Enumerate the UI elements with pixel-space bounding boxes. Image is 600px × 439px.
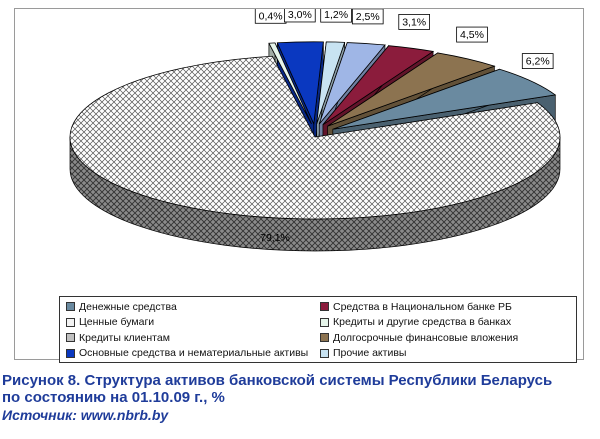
caption-source: Источник: www.nbrb.by (2, 407, 169, 423)
pie-slice (322, 45, 435, 126)
chart-area: 0,4% 3,0% 1,2% 2,5% 3,1% 4,5% 6,2% 79,1% Денежн… (14, 8, 584, 363)
legend-item: Прочие активы (318, 347, 572, 359)
pie-slice (318, 42, 386, 125)
data-label-box (456, 26, 488, 43)
data-label: 3,0% (288, 9, 312, 21)
pie-slice (69, 55, 561, 220)
legend-row: Кредиты клиентам Долгосрочные финансовые … (64, 330, 572, 346)
data-label: 1,2% (324, 9, 348, 21)
legend-label: Кредиты и другие средства в банках (333, 316, 512, 329)
legend-label: Долгосрочные финансовые вложения (333, 331, 519, 344)
pie-slice (332, 68, 557, 130)
legend-swatch (320, 317, 329, 327)
legend-row: Денежные средства Средства в Национальном… (64, 299, 572, 315)
legend-label: Кредиты клиентам (79, 331, 170, 344)
data-label: 6,2% (526, 56, 550, 68)
legend-item: Денежные средства (64, 301, 318, 313)
legend: Денежные средства Средства в Национальном… (59, 296, 577, 363)
data-label-box (320, 9, 352, 23)
pie-slice (268, 42, 312, 125)
data-label: 4,5% (460, 29, 484, 41)
data-label: 79,1% (260, 232, 290, 244)
legend-row: Ценные бумаги Кредиты и другие средства в… (64, 315, 572, 331)
data-label-box (521, 53, 554, 69)
legend-label: Ценные бумаги (79, 316, 155, 329)
data-label: 3,1% (402, 16, 426, 28)
legend-swatch (320, 348, 329, 358)
caption-line-1: Рисунок 8. Структура активов банковской … (2, 372, 553, 389)
legend-swatch (320, 302, 329, 312)
legend-item: Кредиты клиентам (64, 332, 318, 344)
data-label-box (398, 14, 430, 30)
data-label: 2,5% (356, 11, 380, 23)
legend-item: Основные средства и нематериальные актив… (64, 347, 318, 359)
legend-label: Прочие активы (333, 347, 407, 360)
legend-item: Кредиты и другие средства в банках (318, 316, 572, 328)
data-label-box (351, 9, 384, 25)
legend-label: Основные средства и нематериальные актив… (79, 347, 309, 360)
pie-slice (327, 52, 496, 127)
legend-swatch (320, 333, 329, 343)
figure-caption: Рисунок 8. Структура активов банковской … (2, 372, 598, 424)
caption-line-2: по состоянию на 01.10.09 г., % (2, 389, 225, 406)
legend-label: Средства в Национальном банке РБ (333, 300, 512, 313)
pie-slice (276, 41, 324, 126)
legend-swatch (66, 333, 75, 343)
legend-item: Средства в Национальном банке РБ (318, 301, 572, 313)
legend-swatch (66, 348, 75, 358)
data-label-box (284, 9, 316, 23)
legend-item: Долгосрочные финансовые вложения (318, 332, 572, 344)
legend-item: Ценные бумаги (64, 316, 318, 328)
legend-label: Денежные средства (79, 300, 177, 313)
legend-swatch (66, 302, 75, 312)
pie-slice (316, 41, 346, 124)
pie-chart: 0,4% 3,0% 1,2% 2,5% 3,1% 4,5% 6,2% 79,1% (69, 9, 561, 252)
data-label: 0,4% (259, 10, 283, 22)
legend-swatch (66, 317, 75, 327)
legend-row: Основные средства и нематериальные актив… (64, 346, 572, 362)
